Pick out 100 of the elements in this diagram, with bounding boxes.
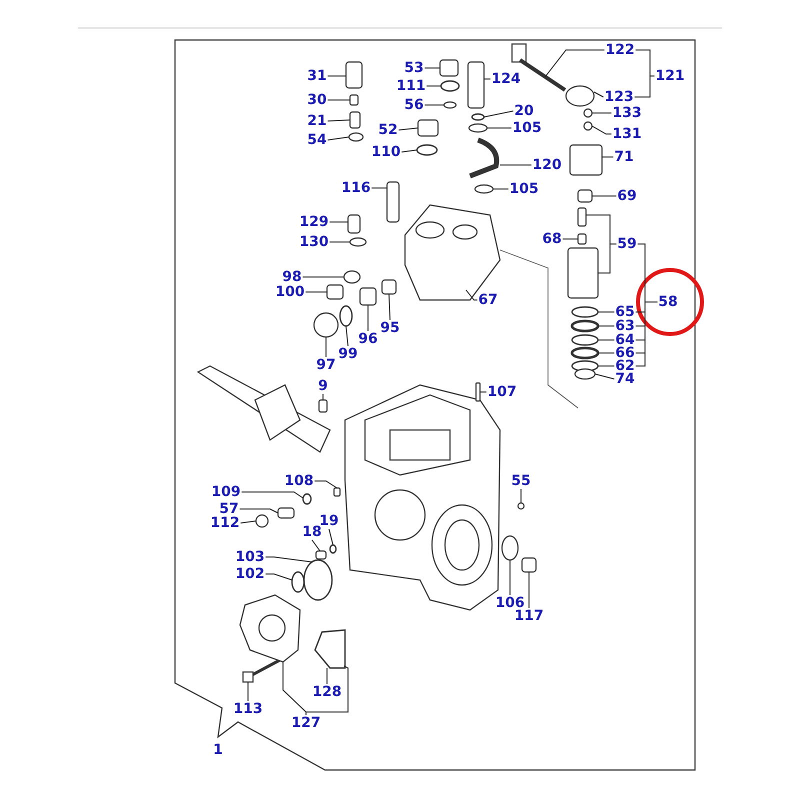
- fitting-drawing: [349, 111, 361, 129]
- leader-line: [239, 508, 278, 514]
- cap-drawing: [577, 189, 593, 203]
- leader-line: [265, 574, 292, 580]
- nut-drawing: [521, 557, 537, 573]
- leader-line: [562, 238, 578, 240]
- callout-number: 71: [613, 149, 635, 165]
- callout-number: 123: [603, 89, 635, 105]
- bolt-drawing: [242, 658, 281, 683]
- callout-number: 105: [508, 181, 540, 197]
- leader-line: [634, 76, 655, 98]
- seal-drawing: [501, 535, 519, 561]
- callout-number: 105: [511, 120, 543, 136]
- leader-line: [484, 110, 514, 118]
- washer-drawing: [443, 101, 457, 109]
- callout-number: 106: [494, 595, 526, 611]
- leader-line: [598, 244, 617, 274]
- leader-line: [500, 164, 532, 166]
- leader-line: [388, 294, 390, 320]
- leader-line: [240, 520, 256, 524]
- bolt-drawing: [386, 181, 400, 223]
- callout-number: 30: [306, 92, 328, 108]
- callout-number: 67: [477, 292, 499, 308]
- leader-line: [302, 276, 344, 278]
- callout-number: 1: [212, 742, 224, 758]
- leader-line: [314, 480, 338, 488]
- ring-drawing: [471, 113, 485, 121]
- cap-drawing: [565, 85, 595, 107]
- callout-number: 127: [290, 715, 322, 731]
- leader-line: [520, 488, 522, 504]
- o-ring-drawing: [570, 320, 600, 332]
- callout-number: 74: [614, 371, 636, 387]
- pin-drawing: [475, 382, 481, 402]
- leader-line: [327, 120, 350, 122]
- callout-number: 62: [614, 358, 636, 374]
- gasket-drawing: [314, 629, 346, 669]
- leader-line: [466, 290, 478, 300]
- callout-number: 100: [274, 284, 306, 300]
- o-ring-drawing: [302, 493, 312, 505]
- o-ring-drawing: [303, 559, 333, 601]
- callout-number: 63: [614, 318, 636, 334]
- callout-number: 108: [283, 473, 315, 489]
- washer-drawing: [348, 132, 364, 142]
- callout-number: 130: [298, 234, 330, 250]
- callout-number: 53: [403, 60, 425, 76]
- callout-number: 98: [281, 269, 303, 285]
- nut-drawing: [583, 121, 593, 131]
- callout-number: 58: [657, 294, 679, 310]
- callout-number: 99: [337, 346, 359, 362]
- leader-line: [346, 326, 348, 346]
- washer-drawing: [574, 368, 596, 380]
- callout-number: 95: [379, 320, 401, 336]
- callout-number: 111: [395, 78, 427, 94]
- bracket-drawing: [277, 507, 295, 519]
- callout-number: 103: [234, 549, 266, 565]
- o-ring-drawing: [571, 306, 599, 318]
- spring-drawing: [359, 287, 377, 306]
- leader-line: [424, 104, 444, 106]
- callout-number: 66: [614, 345, 636, 361]
- leader-line: [594, 92, 604, 98]
- callout-number: 57: [218, 501, 240, 517]
- o-ring-drawing: [570, 346, 600, 360]
- callout-number: 128: [311, 684, 343, 700]
- leader-line: [592, 126, 612, 134]
- callout-number: 31: [306, 68, 328, 84]
- callout-number: 116: [340, 180, 372, 196]
- leader-line: [592, 112, 612, 114]
- o-ring-drawing: [571, 360, 599, 372]
- bolt-drawing: [255, 514, 269, 528]
- callout-number: 68: [541, 231, 563, 247]
- leader-line: [528, 572, 530, 608]
- callout-number: 117: [513, 608, 545, 624]
- o-ring-drawing: [440, 80, 460, 92]
- callout-number: 59: [616, 236, 638, 252]
- callout-number: 65: [614, 304, 636, 320]
- pipe-drawing: [469, 138, 500, 178]
- leader-line: [328, 528, 334, 546]
- callout-number: 122: [604, 42, 636, 58]
- plug-drawing: [326, 284, 344, 300]
- o-ring-drawing: [416, 144, 438, 156]
- leader-line: [398, 128, 418, 130]
- callout-number: 109: [210, 484, 242, 500]
- callout-number: 20: [513, 103, 535, 119]
- plug-drawing: [313, 312, 339, 338]
- washer-drawing: [339, 305, 353, 327]
- callout-number: 113: [232, 701, 264, 717]
- nut-drawing: [517, 502, 525, 510]
- callout-number: 112: [209, 515, 241, 531]
- leader-line: [265, 556, 312, 562]
- o-ring-drawing: [571, 334, 599, 346]
- leader-line: [312, 540, 320, 552]
- washer-drawing: [474, 184, 494, 194]
- washer-drawing: [343, 270, 361, 284]
- valve-drawing: [345, 61, 363, 89]
- leader-line: [492, 188, 509, 190]
- sleeve-drawing: [381, 279, 397, 295]
- callout-number: 54: [306, 132, 328, 148]
- solenoid-drawing: [569, 144, 603, 176]
- spring-drawing: [577, 233, 587, 245]
- washer-drawing: [468, 123, 488, 133]
